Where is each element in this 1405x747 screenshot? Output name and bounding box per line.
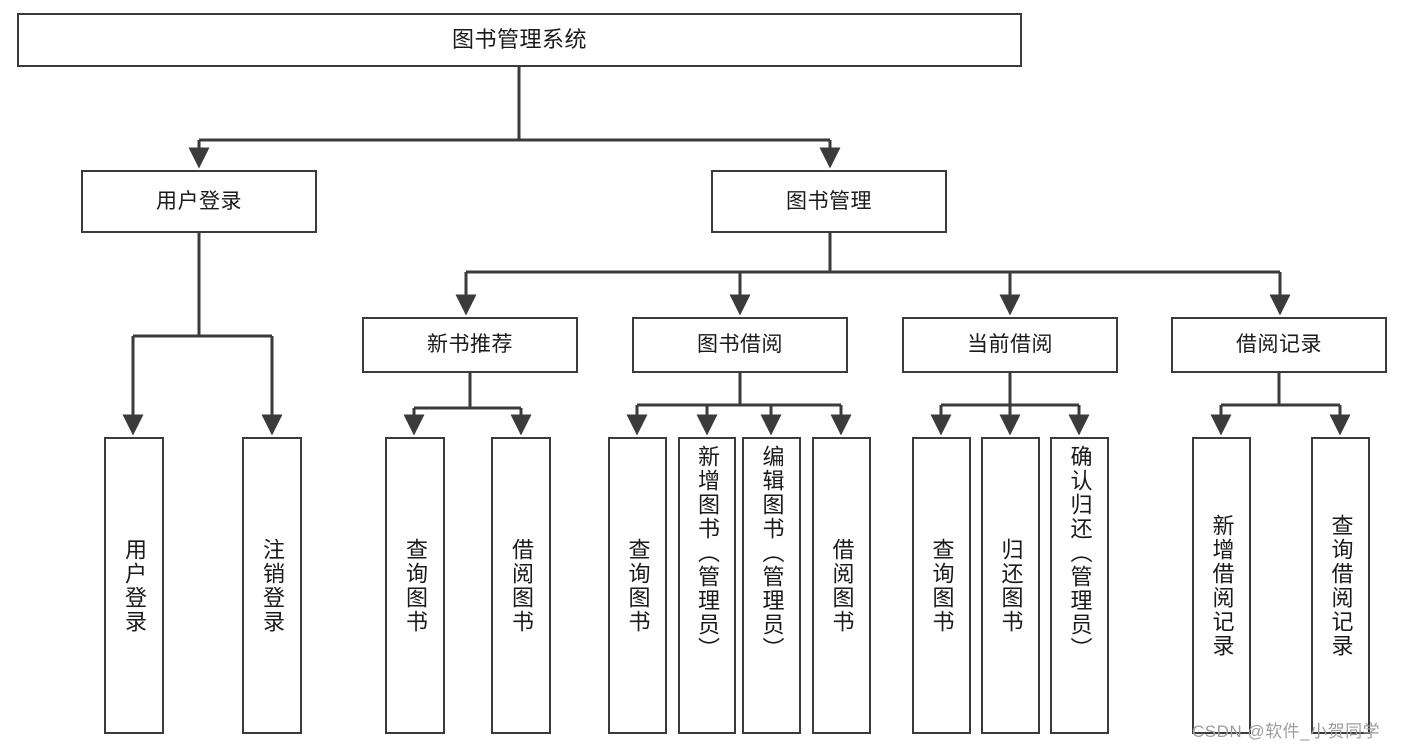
node-label: 注销登录 xyxy=(260,537,285,634)
node-book-manage[interactable]: 图书管理 xyxy=(711,170,947,233)
node-label: 编辑图书（管理员） xyxy=(759,445,785,661)
leaf-query-borrow-record[interactable]: 查询借阅记录 xyxy=(1311,437,1370,734)
node-label: 借阅记录 xyxy=(1236,333,1322,357)
leaf-return-book[interactable]: 归还图书 xyxy=(981,437,1040,734)
leaf-user-logout[interactable]: 注销登录 xyxy=(242,437,302,734)
node-label: 查询图书 xyxy=(403,537,428,634)
leaf-add-book-admin[interactable]: 新增图书（管理员） xyxy=(678,437,736,734)
node-label: 借阅图书 xyxy=(829,537,855,634)
node-label: 图书管理系统 xyxy=(451,26,587,52)
node-label: 查询图书 xyxy=(625,537,651,634)
node-current-borrow[interactable]: 当前借阅 xyxy=(902,317,1118,373)
node-borrow-record[interactable]: 借阅记录 xyxy=(1171,317,1387,373)
node-label: 新增图书（管理员） xyxy=(695,445,720,661)
leaf-borrow-book-recommend[interactable]: 借阅图书 xyxy=(491,437,551,734)
csdn-watermark: CSDN @软件_小贺同学 xyxy=(1192,722,1381,741)
leaf-add-borrow-record[interactable]: 新增借阅记录 xyxy=(1192,437,1251,734)
leaf-query-book-current[interactable]: 查询图书 xyxy=(912,437,971,734)
node-book-borrow[interactable]: 图书借阅 xyxy=(632,317,848,373)
node-label: 借阅图书 xyxy=(509,537,534,634)
node-root-system[interactable]: 图书管理系统 xyxy=(17,13,1022,67)
node-label: 查询借阅记录 xyxy=(1328,513,1354,658)
node-label: 用户登录 xyxy=(122,537,147,634)
leaf-user-login[interactable]: 用户登录 xyxy=(104,437,164,734)
node-user-login[interactable]: 用户登录 xyxy=(81,170,317,233)
node-new-book-recommend[interactable]: 新书推荐 xyxy=(362,317,578,373)
node-label: 新增借阅记录 xyxy=(1209,513,1235,658)
leaf-borrow-book[interactable]: 借阅图书 xyxy=(812,437,871,734)
node-label: 用户登录 xyxy=(156,189,242,213)
node-label: 查询图书 xyxy=(929,537,955,634)
node-label: 新书推荐 xyxy=(427,333,513,357)
leaf-query-book-borrow[interactable]: 查询图书 xyxy=(608,437,667,734)
node-label: 当前借阅 xyxy=(967,333,1053,357)
leaf-query-book-recommend[interactable]: 查询图书 xyxy=(385,437,445,734)
leaf-edit-book-admin[interactable]: 编辑图书（管理员） xyxy=(742,437,801,734)
node-label: 确认归还（管理员） xyxy=(1067,445,1093,661)
node-label: 归还图书 xyxy=(998,537,1024,634)
node-label: 图书借阅 xyxy=(697,333,783,357)
node-label: 图书管理 xyxy=(786,189,872,213)
leaf-confirm-return-admin[interactable]: 确认归还（管理员） xyxy=(1050,437,1109,734)
